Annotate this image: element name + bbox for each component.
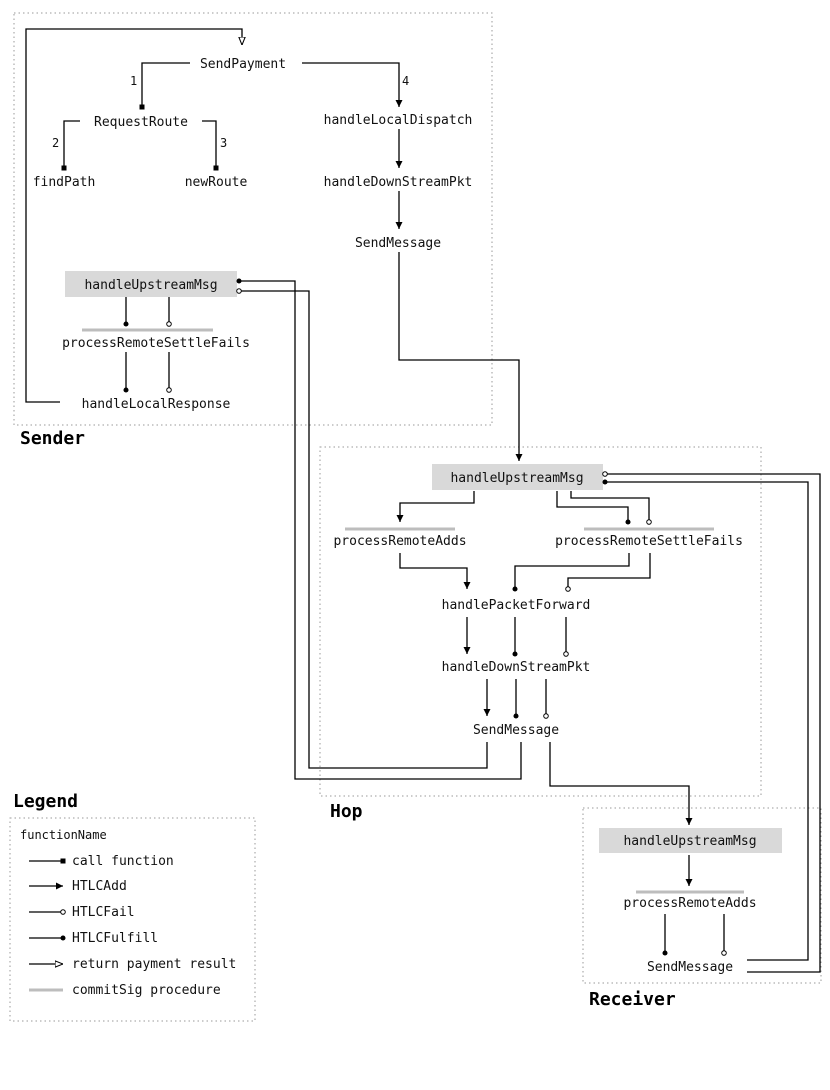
hop-process-remote-settle-fails: processRemoteSettleFails [555, 534, 743, 549]
fail-hop-to-sender [236, 288, 488, 769]
receiver-handle-upstream-msg: handleUpstreamMsg [623, 834, 756, 849]
sender-upstream-highlight [65, 271, 237, 297]
legend-commit-sig: commitSig procedure [72, 983, 221, 998]
call-request-route-new-route [202, 120, 219, 171]
sender-send-message: SendMessage [355, 236, 441, 251]
legend-call-function: call function [72, 854, 174, 869]
sender-handle-local-response: handleLocalResponse [82, 397, 231, 412]
step-number-4: 4 [402, 74, 409, 88]
call-send-payment-local-dispatch [302, 62, 403, 107]
legend-htlc-fulfill: HTLCFulfill [72, 931, 158, 946]
fulfill-settle-to-forward [512, 553, 630, 592]
hop-process-remote-adds: processRemoteAdds [333, 534, 466, 549]
step-number-2: 2 [52, 136, 59, 150]
step-number-3: 3 [220, 136, 227, 150]
legend-box [9, 817, 256, 1022]
fulfill-upstream-to-settle-hop [556, 491, 631, 525]
hop-handle-packet-forward: handlePacketForward [442, 598, 591, 613]
sender-box [13, 12, 493, 426]
fail-upstream-to-settle-hop [570, 491, 652, 525]
fail-receiver-to-hop [602, 471, 821, 973]
hop-box [319, 446, 762, 797]
sender-request-route: RequestRoute [94, 115, 188, 130]
legend-return-payment-result: return payment result [72, 957, 236, 972]
call-send-payment-request-route [139, 62, 190, 110]
receiver-box [582, 807, 822, 984]
hop-label: Hop [330, 801, 363, 822]
hop-send-message: SendMessage [473, 723, 559, 738]
receiver-process-remote-adds: processRemoteAdds [623, 896, 756, 911]
sender-label: Sender [20, 428, 85, 449]
legend-function-name: functionName [20, 828, 107, 842]
receiver-upstream-highlight [599, 828, 782, 853]
return-payment-result [25, 28, 242, 403]
call-request-route-find-path [61, 120, 80, 171]
sender-handle-local-dispatch: handleLocalDispatch [324, 113, 473, 128]
sender-handle-upstream-msg: handleUpstreamMsg [84, 278, 217, 293]
legend-htlc-fail: HTLCFail [72, 905, 135, 920]
add-remote-adds-to-forward [399, 553, 471, 589]
fulfill-hop-to-sender [236, 278, 522, 780]
step-number-1: 1 [130, 74, 137, 88]
hop-handle-downstream-pkt: handleDownStreamPkt [442, 660, 591, 675]
receiver-label: Receiver [589, 989, 676, 1010]
fulfill-receiver-to-hop [602, 479, 809, 961]
add-upstream-to-remote-adds [396, 491, 475, 522]
sender-process-remote-settle-fails: processRemoteSettleFails [62, 336, 250, 351]
legend-htlc-add: HTLCAdd [72, 879, 127, 894]
sender-new-route: newRoute [185, 175, 248, 190]
legend-title: Legend [13, 791, 78, 812]
hop-upstream-highlight [432, 464, 603, 490]
sender-find-path: findPath [33, 175, 96, 190]
sender-send-payment: SendPayment [200, 57, 286, 72]
fail-settle-to-forward [565, 553, 651, 592]
add-hop-to-receiver [549, 742, 693, 825]
hop-handle-upstream-msg: handleUpstreamMsg [450, 471, 583, 486]
receiver-send-message: SendMessage [647, 960, 733, 975]
sender-handle-downstream-pkt: handleDownStreamPkt [324, 175, 473, 190]
add-sender-to-hop [398, 252, 523, 461]
